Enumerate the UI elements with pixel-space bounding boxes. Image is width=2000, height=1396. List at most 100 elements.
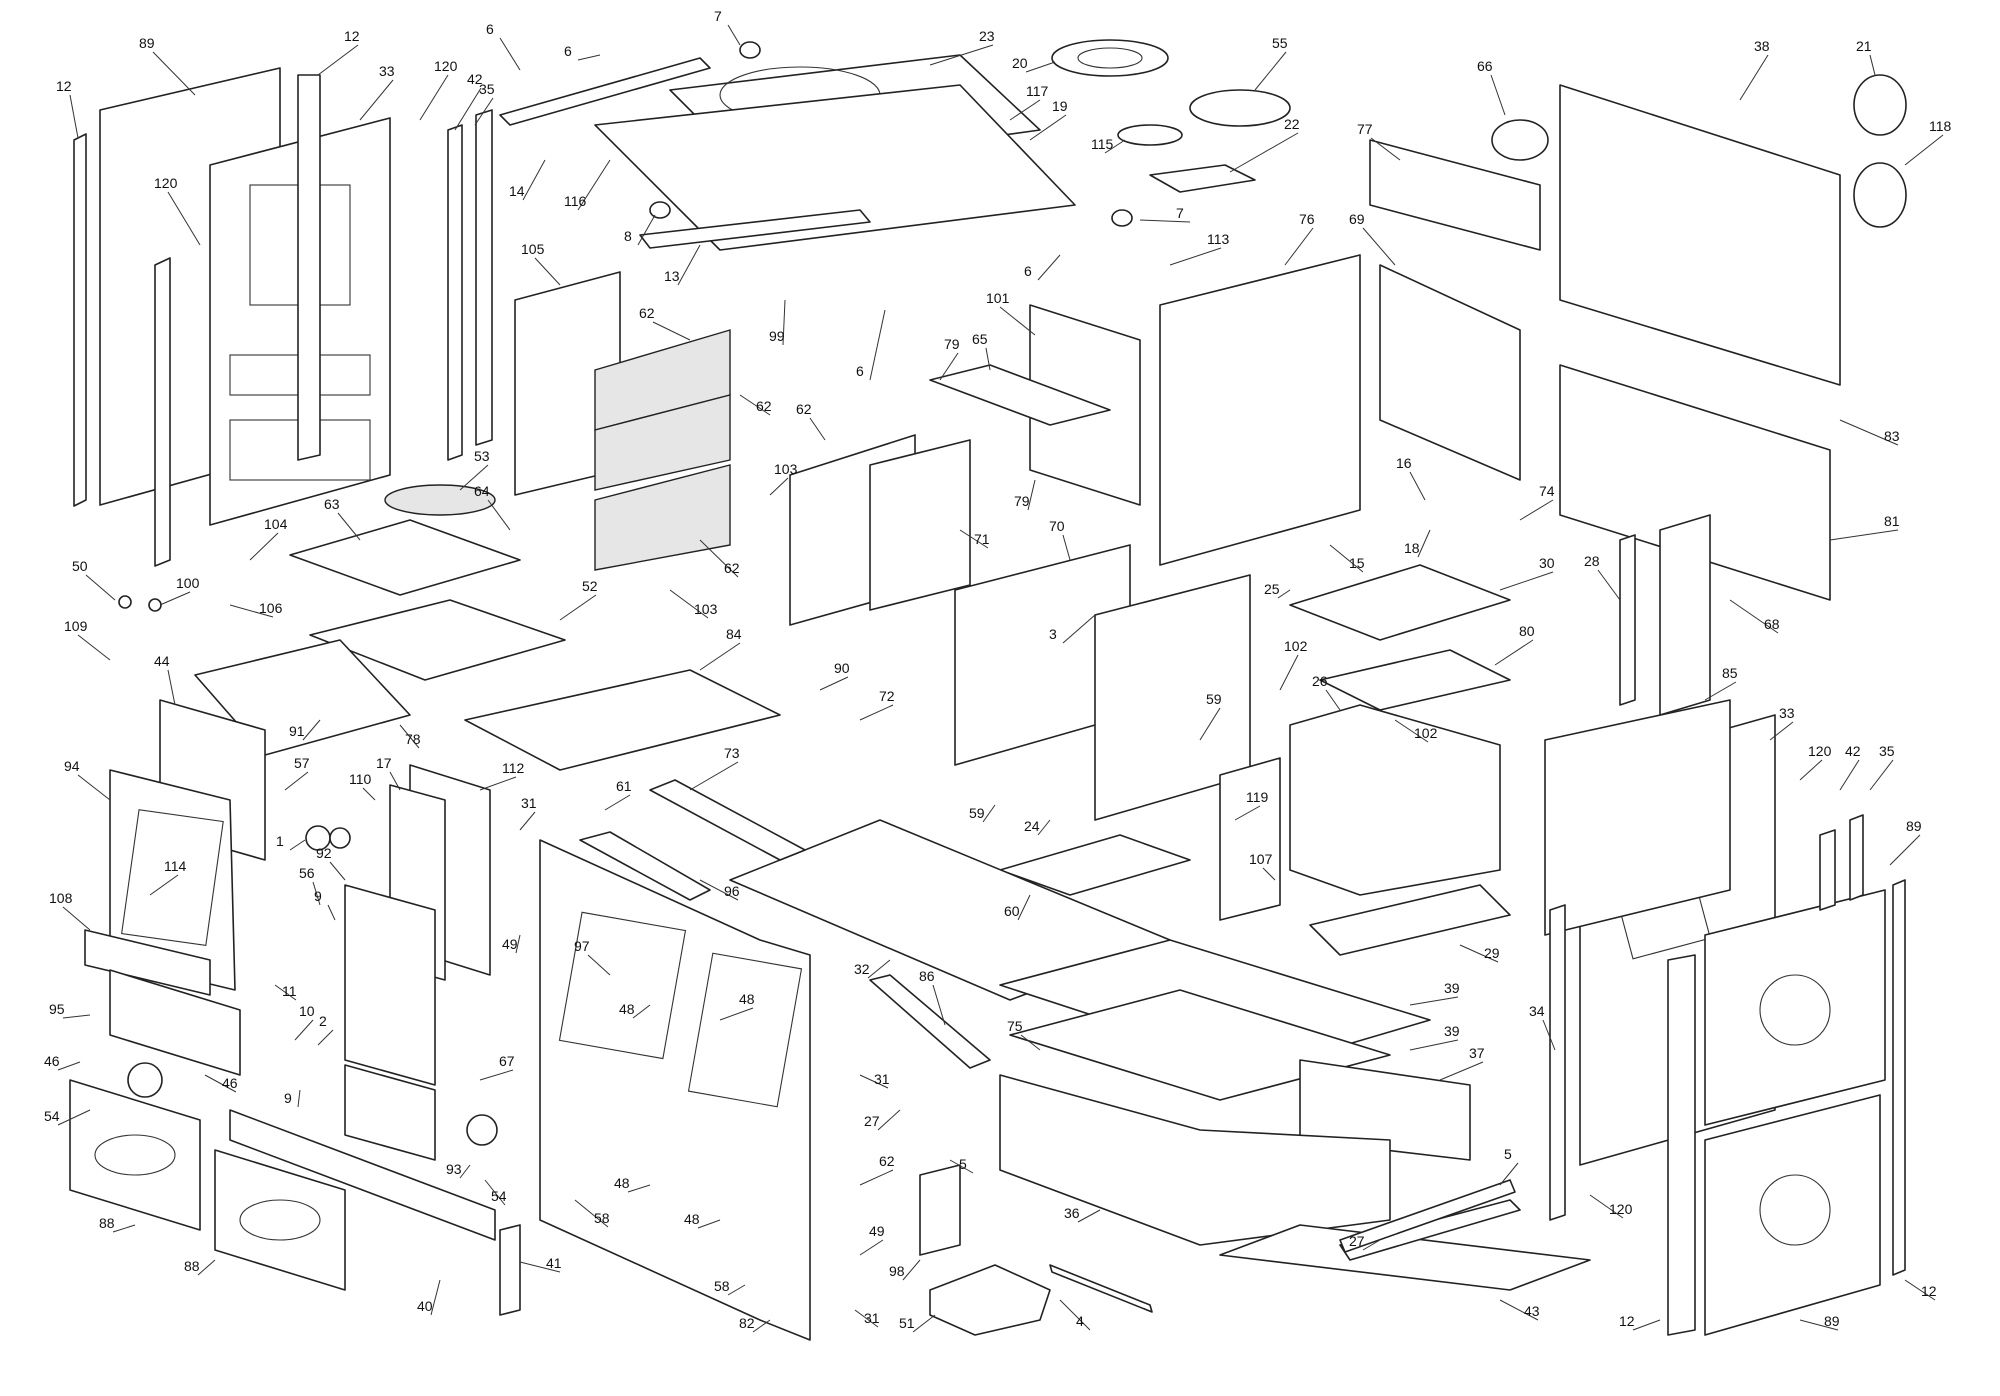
callout-leader	[1869, 759, 1894, 791]
callout-leader	[1329, 544, 1364, 573]
callout-label: 40	[417, 1298, 433, 1314]
plate-98	[919, 1164, 961, 1256]
callout-leader	[604, 794, 631, 811]
callout-leader	[1362, 227, 1396, 266]
callout-leader	[1519, 499, 1554, 521]
callout-leader	[1409, 1039, 1459, 1051]
callout-leader	[859, 1169, 894, 1186]
callout-label: 84	[726, 626, 742, 642]
callout-label: 31	[874, 1071, 890, 1087]
callout-label: 55	[1272, 35, 1288, 51]
callout-label: 69	[1349, 211, 1365, 227]
callout-label: 95	[49, 1001, 65, 1017]
strip-41	[499, 1224, 521, 1316]
callout-label: 113	[1207, 231, 1230, 247]
callout-label: 37	[1469, 1045, 1485, 1061]
callout-label: 42	[1845, 743, 1861, 759]
callout-label: 3	[1049, 626, 1057, 642]
callout-label: 79	[1014, 493, 1030, 509]
callout-leader	[1799, 759, 1823, 781]
callout-leader	[329, 861, 346, 881]
callout-label: 59	[1206, 691, 1222, 707]
right-pipe-12	[1667, 954, 1696, 1336]
left-strip-42	[447, 124, 463, 461]
callout-label: 7	[714, 8, 722, 24]
box-69	[1379, 264, 1521, 481]
callout-label: 52	[582, 578, 598, 594]
right-rail-34	[1549, 904, 1566, 1221]
door-frame-94-glass	[121, 809, 224, 946]
callout-leader	[632, 1004, 651, 1019]
callout-leader	[1839, 759, 1860, 791]
callout-leader	[1020, 1034, 1041, 1051]
callout-leader	[1869, 54, 1876, 76]
callout-label: 89	[139, 35, 155, 51]
callout-label: 98	[889, 1263, 905, 1279]
callout-leader	[932, 984, 946, 1026]
callout-label: 46	[222, 1075, 238, 1091]
plinth-88-right	[214, 1149, 346, 1291]
callout-leader	[949, 1159, 974, 1174]
callout-label: 30	[1539, 555, 1555, 571]
oven-door-92	[344, 884, 436, 1086]
callout-leader	[337, 512, 361, 541]
callout-leader	[769, 477, 789, 496]
callout-label: 20	[1012, 55, 1028, 71]
right-door-89-bottom	[1704, 1094, 1881, 1336]
callout-label: 29	[1484, 945, 1500, 961]
callout-label: 16	[1396, 455, 1412, 471]
callout-leader	[877, 1109, 901, 1131]
grate-62-mid	[594, 394, 731, 491]
rail-27	[1339, 1199, 1521, 1261]
callout-leader	[1062, 614, 1096, 644]
callout-label: 109	[64, 618, 88, 634]
callout-leader	[854, 1309, 879, 1328]
callout-label: 65	[972, 331, 988, 347]
callout-leader	[1009, 99, 1041, 121]
callout-label: 41	[546, 1255, 562, 1271]
callout-label: 35	[1879, 743, 1895, 759]
callout-label: 36	[1064, 1205, 1080, 1221]
callout-label: 70	[1049, 518, 1065, 534]
callout-leader	[1139, 219, 1191, 223]
callout-label: 18	[1404, 540, 1420, 556]
callout-label: 118	[1929, 118, 1952, 134]
base-43	[1219, 1224, 1591, 1291]
callout-leader	[69, 94, 79, 139]
callout-leader	[359, 79, 394, 121]
callout-label: 51	[899, 1315, 915, 1331]
callout-leader	[1284, 227, 1314, 266]
callout-label: 27	[864, 1113, 880, 1129]
callout-label: 22	[1284, 116, 1300, 132]
callout-leader	[454, 87, 482, 131]
callout-label: 4	[1076, 1313, 1084, 1329]
callout-leader	[459, 464, 489, 491]
callout-leader	[959, 529, 989, 549]
callout-label: 2	[319, 1013, 327, 1029]
callout-label: 72	[879, 688, 895, 704]
shelf-65	[929, 364, 1111, 426]
callout-label: 105	[521, 241, 545, 257]
callout-label: 5	[959, 1156, 967, 1172]
callout-label: 117	[1026, 83, 1049, 99]
callout-label: 62	[879, 1153, 895, 1169]
callout-label: 74	[1539, 483, 1555, 499]
callout-leader	[1799, 1319, 1839, 1331]
callout-label: 92	[316, 845, 332, 861]
callout-leader	[479, 1069, 514, 1081]
callout-label: 6	[486, 21, 494, 37]
callout-leader	[1199, 707, 1221, 741]
callout-label: 115	[1091, 136, 1114, 152]
callout-leader	[1077, 1209, 1101, 1223]
callout-label: 99	[769, 328, 785, 344]
callout-label: 32	[854, 961, 870, 977]
callout-leader	[1169, 247, 1222, 266]
callout-label: 25	[1264, 581, 1280, 597]
hotplate-20	[1051, 39, 1169, 77]
callout-label: 33	[1779, 705, 1795, 721]
callout-leader	[1254, 51, 1287, 91]
callout-leader	[929, 44, 994, 66]
callout-label: 12	[1619, 1313, 1635, 1329]
hotplate-inner	[1077, 47, 1143, 69]
callout-label: 17	[376, 755, 392, 771]
